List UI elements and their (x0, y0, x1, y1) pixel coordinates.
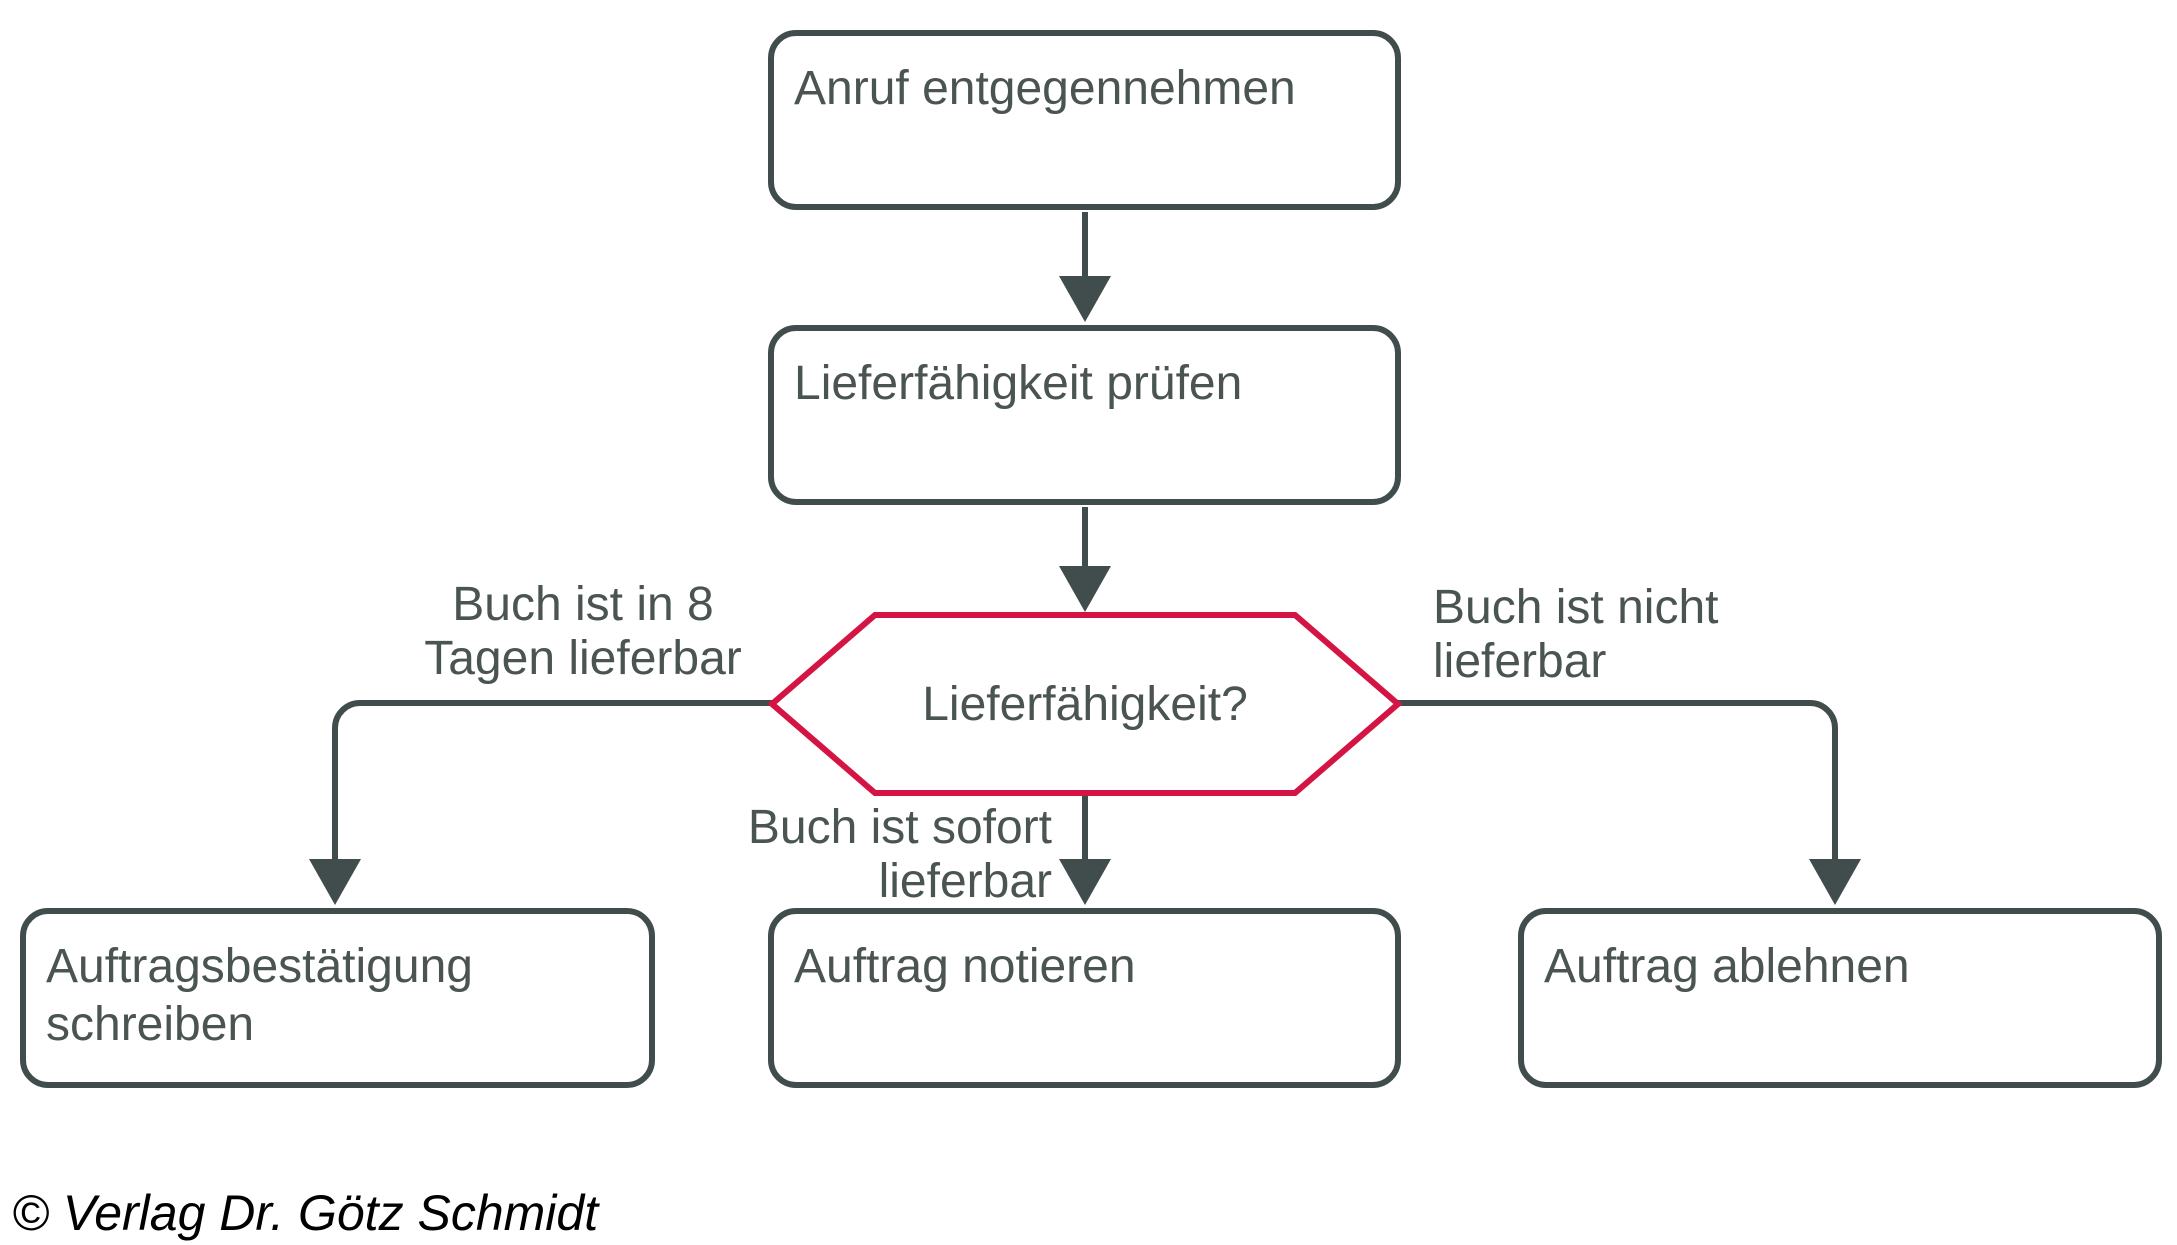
connector-decision-right (1398, 700, 1838, 862)
connector-decision-left (332, 700, 772, 862)
arrowhead-decision-right (1809, 859, 1861, 905)
copyright-notice: © Verlag Dr. Götz Schmidt (12, 1185, 599, 1241)
node-auftrag-notieren: Auftrag notieren (768, 908, 1401, 1088)
node-auftragsbestaetigung-schreiben: Auftragsbestätigung schreiben (20, 908, 655, 1088)
node-anruf-entgegennehmen: Anruf entgegennehmen (768, 30, 1401, 210)
node-label: Anruf entgegennehmen (794, 62, 1296, 115)
node-label: Auftrag notieren (794, 940, 1136, 993)
arrowhead-decision-middle (1059, 859, 1111, 905)
node-label: Lieferfähigkeit prüfen (794, 357, 1243, 410)
node-auftrag-ablehnen: Auftrag ablehnen (1518, 908, 2162, 1088)
arrowhead-step1-step2 (1059, 276, 1111, 322)
node-lieferfaehigkeit-pruefen: Lieferfähigkeit prüfen (768, 325, 1401, 505)
branch-label-right: Buch ist nicht lieferbar (1433, 581, 1719, 688)
arrowhead-step2-decision (1059, 566, 1111, 612)
branch-label-left: Buch ist in 8 Tagen lieferbar (424, 578, 742, 685)
node-label: Auftragsbestätigung schreiben (46, 940, 473, 1051)
decision-hexagon (767, 612, 1403, 796)
node-label: Auftrag ablehnen (1544, 940, 1910, 993)
arrowhead-decision-left (309, 859, 361, 905)
decision-label: Lieferfähigkeit? (922, 677, 1248, 731)
branch-label-middle: Buch ist sofort lieferbar (747, 801, 1052, 908)
